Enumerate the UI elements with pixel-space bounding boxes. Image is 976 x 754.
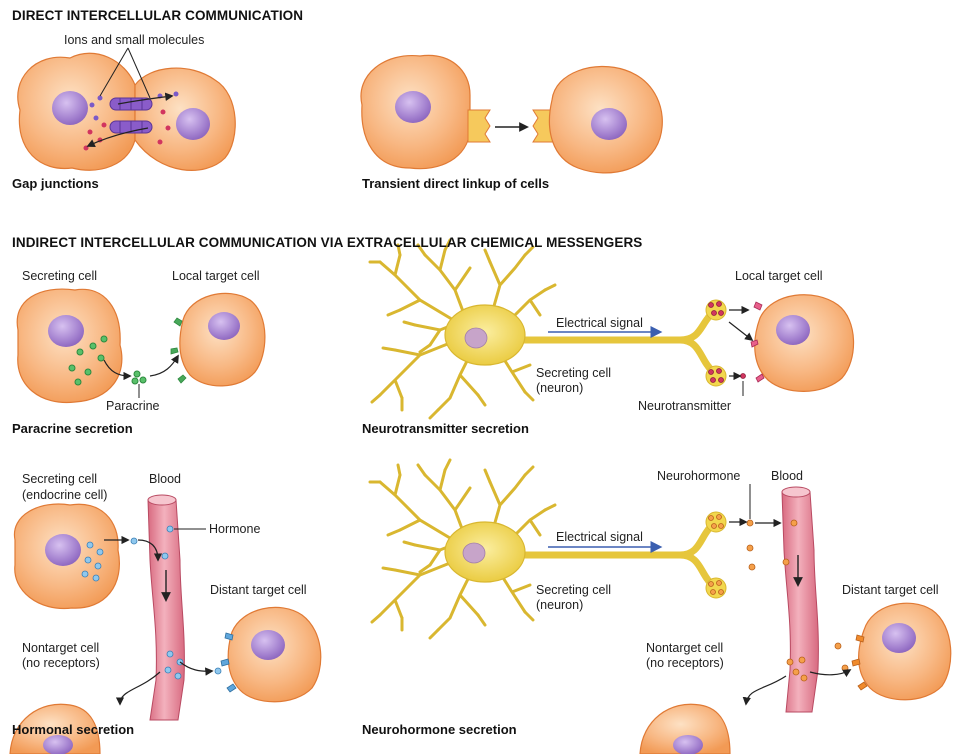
nt-release-arrow-2 <box>728 321 754 342</box>
nh-receptors <box>851 634 868 691</box>
horm-nontarget-cell <box>9 703 101 754</box>
horm-molecules-in-blood <box>161 525 222 680</box>
nh-to-target-arrow <box>809 669 852 678</box>
horm-molecules-in-cell <box>81 537 138 582</box>
ions-pointer-1 <box>99 47 129 97</box>
nh-distant-target-nucleus <box>882 623 916 653</box>
label-nh-nontarget-line2: (no receptors) <box>646 656 724 670</box>
label-horm-nontarget-line2: (no receptors) <box>22 656 100 670</box>
gap-junction-diagram <box>17 47 236 171</box>
label-neurotransmitter: Neurotransmitter <box>638 399 732 413</box>
caption-neurotransmitter: Neurotransmitter secretion <box>362 421 529 436</box>
section-title-indirect: INDIRECT INTERCELLULAR COMMUNICATION VIA… <box>12 235 643 250</box>
horm-vessel <box>147 499 185 721</box>
horm-secreting-nucleus <box>45 534 81 566</box>
paracrine-diagram <box>16 288 266 404</box>
gap-flow-arrow-left <box>86 127 149 147</box>
section-title-direct: DIRECT INTERCELLULAR COMMUNICATION <box>12 8 304 23</box>
caption-hormonal: Hormonal secretion <box>12 722 135 737</box>
gap-flow-arrow-right <box>117 92 174 105</box>
nt-terminals <box>705 299 746 387</box>
label-horm-nontarget-line1: Nontarget cell <box>22 641 100 655</box>
nt-receptors <box>750 301 765 383</box>
label-nh-blood: Blood <box>771 469 803 483</box>
transient-linkup-diagram <box>360 54 663 174</box>
nt-target-nucleus <box>776 315 810 345</box>
horm-vessel-opening <box>147 494 177 506</box>
label-nh-secreting-line2: (neuron) <box>536 598 584 612</box>
label-nt-local-target: Local target cell <box>735 269 823 283</box>
nh-terminals <box>705 511 756 599</box>
horm-entry-arrow <box>137 539 163 562</box>
neurotransmitter-diagram <box>368 238 855 420</box>
label-nt-secreting-line1: Secreting cell <box>536 366 612 380</box>
label-ions: Ions and small molecules <box>64 33 205 47</box>
label-nh-electrical-signal: Electrical signal <box>556 530 643 544</box>
label-horm-blood: Blood <box>149 472 181 486</box>
label-horm-secreting-line1: Secreting cell <box>22 472 98 486</box>
horm-to-nontarget-arrow <box>115 671 161 706</box>
paracrine-molecules <box>68 335 147 386</box>
caption-neurohormone: Neurohormone secretion <box>362 722 517 737</box>
nh-to-nontarget-arrow <box>742 675 787 706</box>
caption-transient-linkup: Transient direct linkup of cells <box>362 176 550 191</box>
label-nh-distant-target: Distant target cell <box>842 583 939 597</box>
label-nh-nontarget-line1: Nontarget cell <box>646 641 724 655</box>
nt-soma-nucleus <box>464 327 488 349</box>
gap-left-nucleus <box>52 91 88 125</box>
label-neurohormone: Neurohormone <box>657 469 741 483</box>
label-nh-secreting-line1: Secreting cell <box>536 583 612 597</box>
nt-target-cell <box>754 294 855 392</box>
caption-gap-junctions: Gap junctions <box>12 176 99 191</box>
nt-neuron <box>368 238 557 420</box>
nh-neuron <box>368 458 557 640</box>
paracrine-target-nucleus <box>208 312 240 340</box>
transient-left-connector <box>467 109 491 143</box>
nh-nontarget-cell <box>639 703 731 754</box>
nh-nontarget-nucleus <box>673 735 703 754</box>
gap-junction-channels <box>109 97 153 134</box>
label-para-local-target: Local target cell <box>172 269 260 283</box>
neurohormone-diagram <box>368 458 952 754</box>
nh-soma-nucleus <box>462 542 486 564</box>
paracrine-arrow-2 <box>149 354 179 377</box>
label-nt-secreting-line2: (neuron) <box>536 381 584 395</box>
nh-vessel-opening <box>781 486 811 498</box>
horm-to-target-arrow <box>179 661 214 676</box>
label-hormone: Hormone <box>209 522 261 536</box>
paracrine-arrow-1 <box>103 359 132 381</box>
horm-receptors <box>220 632 237 693</box>
caption-paracrine: Paracrine secretion <box>12 421 133 436</box>
transient-right-nucleus <box>591 108 627 140</box>
label-paracrine: Paracrine <box>106 399 160 413</box>
horm-distant-target-nucleus <box>251 630 285 660</box>
transient-left-nucleus <box>395 91 431 123</box>
label-horm-distant-target: Distant target cell <box>210 583 307 597</box>
label-para-secreting-cell: Secreting cell <box>22 269 98 283</box>
horm-nontarget-nucleus <box>43 735 73 754</box>
paracrine-secreting-nucleus <box>48 315 84 347</box>
paracrine-receptors <box>170 317 187 384</box>
label-horm-secreting-line2: (endocrine cell) <box>22 488 108 502</box>
gap-right-nucleus <box>176 108 210 140</box>
ions-pointer-2 <box>127 47 151 99</box>
hormonal-diagram <box>9 494 322 754</box>
label-nt-electrical-signal: Electrical signal <box>556 316 643 330</box>
nh-vessel <box>781 491 819 713</box>
